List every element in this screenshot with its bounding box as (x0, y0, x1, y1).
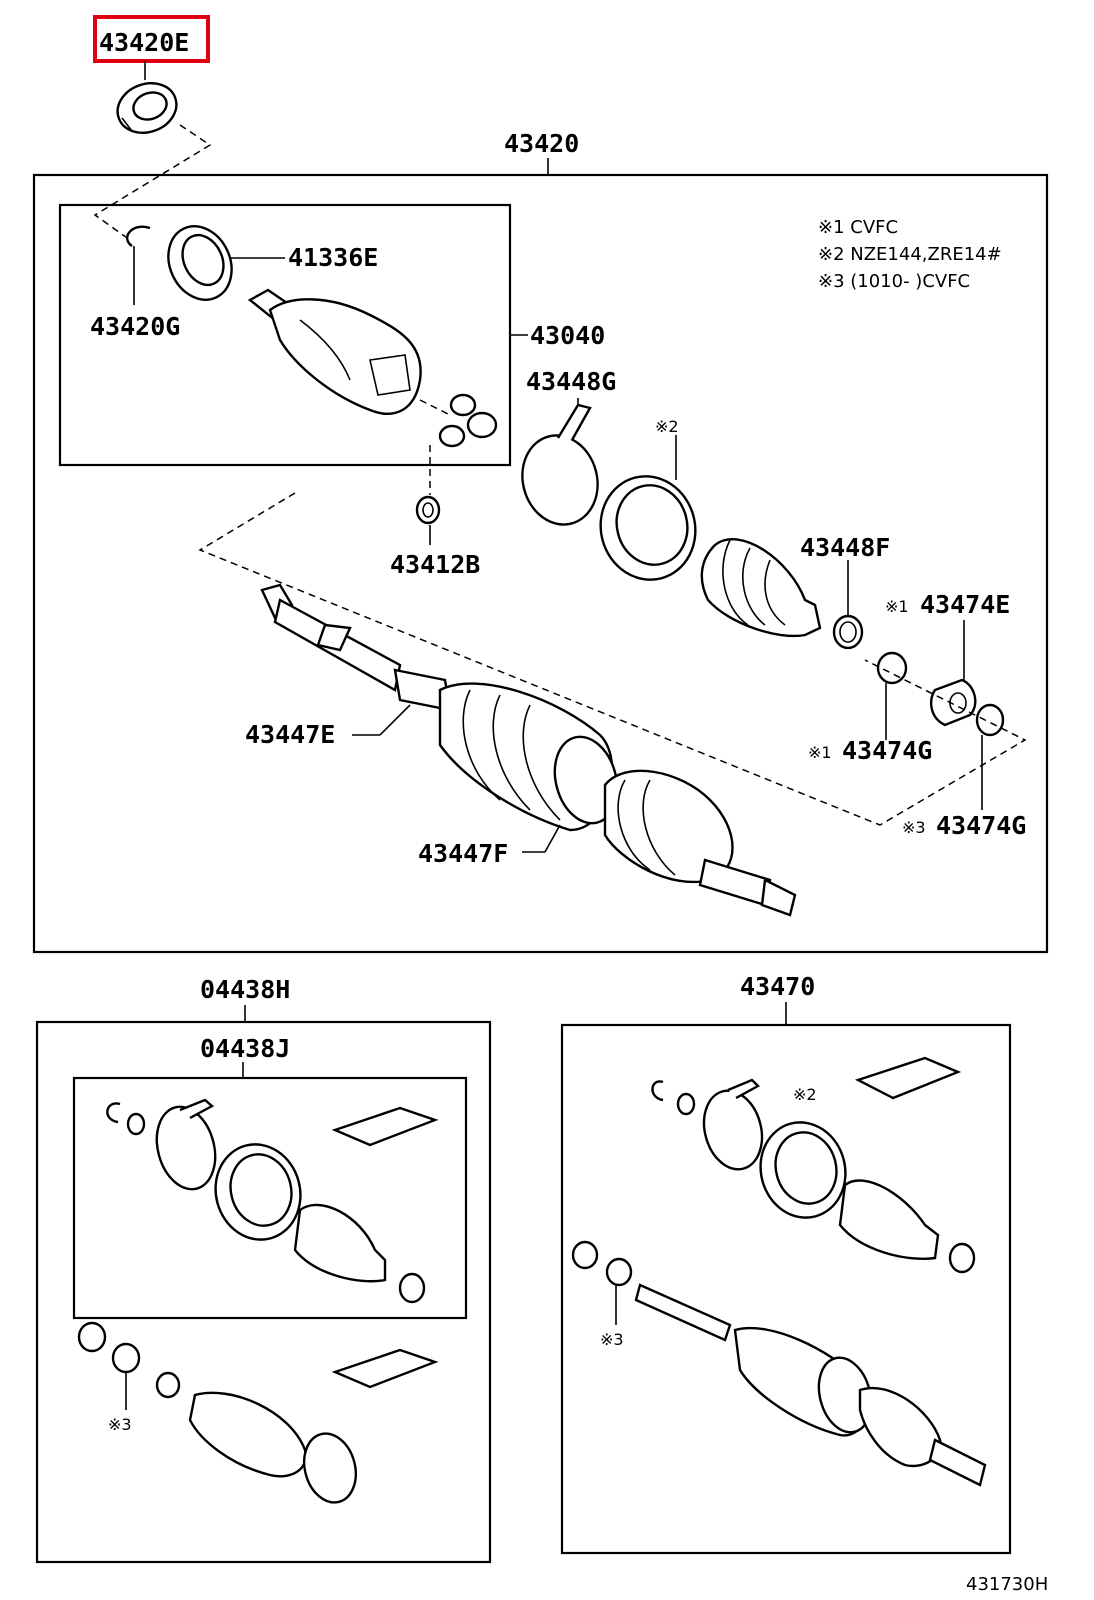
callout-43040[interactable]: 43040 (530, 321, 605, 350)
boot-clamp-43448F[interactable] (832, 614, 864, 650)
assembly-43470-parts[interactable] (571, 1056, 987, 1487)
callout-41336E[interactable]: 41336E (288, 243, 378, 272)
mark-1-43474E: ※1 (885, 597, 909, 616)
ring-43474G-mark3[interactable] (975, 703, 1005, 737)
callout-43412B[interactable]: 43412B (390, 550, 480, 579)
callout-43448F[interactable]: 43448F (800, 533, 890, 562)
callout-04438J[interactable]: 04438J (200, 1034, 290, 1063)
mark-3-kit-43470: ※3 (600, 1330, 624, 1349)
highlight-box (93, 15, 210, 63)
mark-3-kit-h: ※3 (108, 1415, 132, 1434)
callout-04438H[interactable]: 04438H (200, 975, 290, 1004)
outboard-cv-joint[interactable] (603, 769, 797, 917)
callout-43474G-3[interactable]: 43474G (936, 811, 1026, 840)
drive-shaft[interactable] (260, 583, 452, 712)
inboard-boot-on-shaft[interactable] (438, 682, 626, 832)
kit-box-04438J (72, 1076, 468, 1320)
callout-43420[interactable]: 43420 (504, 129, 579, 158)
callout-43448G[interactable]: 43448G (526, 367, 616, 396)
mark-1-43474G: ※1 (808, 743, 832, 762)
tripod-joint[interactable] (438, 393, 498, 448)
assembly-box-43470 (560, 1023, 1012, 1555)
oil-seal-43420E[interactable] (111, 75, 184, 141)
kit-h-parts[interactable] (77, 1321, 439, 1508)
callout-43420G[interactable]: 43420G (90, 312, 180, 341)
callout-43474G-1[interactable]: 43474G (842, 736, 932, 765)
note-3: ※3 (1010- )CVFC (818, 271, 970, 292)
note-1: ※1 CVFC (818, 217, 898, 238)
callout-43447F[interactable]: 43447F (418, 839, 508, 868)
assembly-box-43420 (32, 173, 1049, 954)
callout-43474E[interactable]: 43474E (920, 590, 1010, 619)
callout-43447E[interactable]: 43447E (245, 720, 335, 749)
callout-43420E[interactable]: 43420E (99, 28, 189, 57)
boot-clamp-43448G[interactable] (513, 403, 608, 533)
mark-3-43474G: ※3 (902, 818, 926, 837)
ring-43474G-mark1[interactable] (876, 651, 908, 685)
damper-43474E[interactable] (929, 678, 977, 727)
kit-j-parts[interactable] (106, 1098, 439, 1304)
diagram-id: 431730H (966, 1574, 1048, 1595)
callout-43470[interactable]: 43470 (740, 972, 815, 1001)
snap-ring-43420G[interactable] (126, 225, 151, 247)
snap-ring-43412B[interactable] (415, 495, 441, 525)
inboard-joint-housing[interactable] (247, 288, 422, 415)
mark-2-top: ※2 (655, 417, 679, 436)
mark-2-kit: ※2 (793, 1085, 817, 1104)
boot-ring-mark2[interactable] (589, 466, 707, 591)
outboard-boot[interactable] (700, 538, 822, 638)
note-2: ※2 NZE144,ZRE14# (818, 244, 1002, 265)
dust-seal-41336E[interactable] (157, 216, 243, 310)
kit-box-04438H (35, 1020, 492, 1564)
